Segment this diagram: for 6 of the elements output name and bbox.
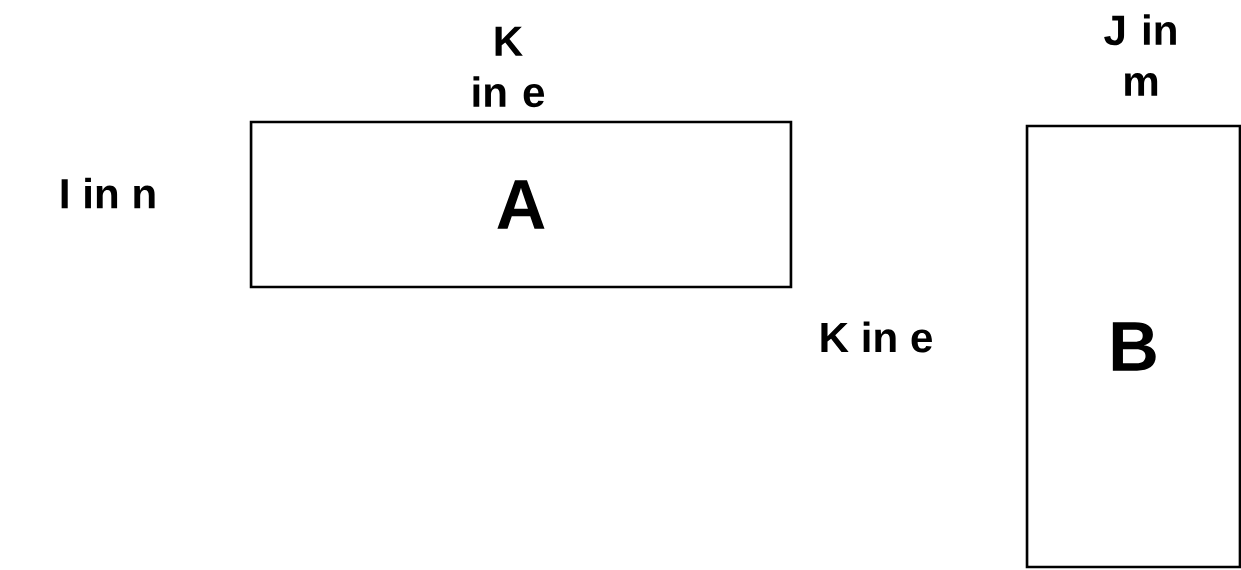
matrix-box: B	[1025, 124, 1241, 569]
dimension-label: K in e	[821, 321, 932, 353]
dimension-label: J in m	[1104, 14, 1176, 96]
dimension-label: K in e	[473, 26, 545, 108]
dimension-label: I in n	[61, 177, 155, 209]
matrix-box: A	[249, 120, 793, 289]
